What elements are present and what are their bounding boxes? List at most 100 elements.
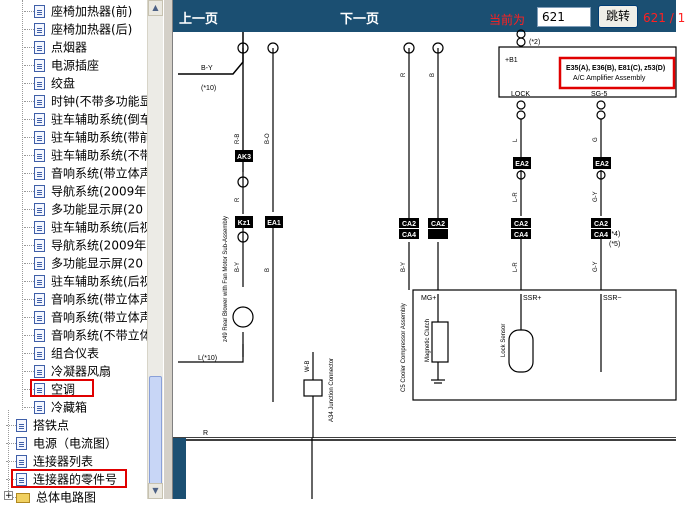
tree-guide-line — [24, 245, 34, 246]
document-icon — [16, 473, 27, 486]
document-icon — [34, 257, 45, 270]
panel-splitter[interactable] — [163, 0, 173, 499]
document-icon — [34, 59, 45, 72]
document-icon — [34, 221, 45, 234]
tree-item-label: 驻车辅助系统(倒车 — [51, 112, 152, 127]
tree-item[interactable]: 驻车辅助系统(后视 — [34, 218, 152, 236]
page-number-input[interactable] — [537, 7, 591, 27]
connector-kz1: Kz1 — [238, 220, 251, 227]
tree-item[interactable]: 导航系统(2009年 — [34, 182, 146, 200]
tree-item[interactable]: 冷凝器风扇 — [34, 362, 111, 380]
tree-item[interactable]: 音响系统(不带立体 — [34, 326, 152, 344]
tree-guide-line — [24, 317, 34, 318]
document-icon — [34, 347, 45, 360]
tree-item[interactable]: 绞盘 — [34, 74, 75, 92]
tree-guide-line — [24, 263, 34, 264]
tree-guide-line — [24, 227, 34, 228]
tree-item[interactable]: 音响系统(带立体声 — [34, 290, 152, 308]
tree-item[interactable]: 座椅加热器(前) — [34, 2, 132, 20]
tree-item-label: 导航系统(2009年 — [51, 238, 147, 253]
tree-guide-line — [24, 155, 34, 156]
tree-item-label: 电源（电流图） — [33, 436, 118, 451]
tree-item-label: 音响系统(不带立体 — [51, 328, 152, 343]
tree-guide-line — [24, 11, 34, 12]
connector-ca2: CA2 — [431, 221, 445, 228]
wire-label-by: B-Y — [401, 262, 407, 272]
scroll-up-icon[interactable]: ▲ — [148, 0, 163, 16]
tree-item-label: 驻车辅助系统(不带 — [51, 148, 152, 163]
tree-item[interactable]: 多功能显示屏(20 — [34, 254, 143, 272]
tree-item[interactable]: 驻车辅助系统(带前 — [34, 128, 152, 146]
tree-item[interactable]: 多功能显示屏(20 — [34, 200, 143, 218]
tree-item[interactable]: 搭铁点 — [16, 416, 69, 434]
document-icon — [34, 131, 45, 144]
tree-item[interactable]: 电源（电流图） — [16, 434, 117, 452]
wire-label-r: R — [235, 197, 241, 202]
tree-item[interactable]: 驻车辅助系统(不带 — [34, 146, 152, 164]
tree-item[interactable]: 时钟(不带多功能显 — [34, 92, 152, 110]
document-icon — [34, 149, 45, 162]
note-10: (*10) — [201, 85, 216, 92]
tree-item[interactable]: 连接器的零件号 — [16, 470, 117, 488]
wire-label-b: B — [430, 73, 436, 77]
tree-item[interactable]: 电源插座 — [34, 56, 99, 74]
tree-guide-line — [24, 389, 34, 390]
document-icon — [34, 167, 45, 180]
tree-item-label: 音响系统(带立体声 — [51, 310, 152, 325]
highlight-box-aircon — [30, 379, 94, 397]
connector-ea1: EA1 — [267, 220, 281, 227]
tree-guide-line — [24, 191, 34, 192]
tree-item[interactable]: 座椅加热器(后) — [34, 20, 132, 38]
tree-item[interactable]: 驻车辅助系统(后视 — [34, 272, 152, 290]
tree-item[interactable]: 音响系统(带立体声 — [34, 164, 152, 182]
tree-item-label: 座椅加热器(前) — [51, 4, 133, 19]
tree-guide-line — [24, 47, 34, 48]
wiring-diagram-svg: AK3 Kz1 EA1 EA2 EA2 CA2 CA4 CA2 CA2 CA4 … — [173, 29, 677, 439]
connector-ca4: CA4 — [594, 232, 608, 239]
document-icon — [34, 239, 45, 252]
document-icon — [16, 419, 27, 432]
scroll-down-icon[interactable]: ▼ — [148, 483, 163, 499]
wire-label-by: B-Y — [235, 262, 241, 272]
next-page-link[interactable]: 下一页 — [340, 12, 380, 27]
page-count: 621 / 1 — [643, 11, 685, 25]
connector-ea2-left: EA2 — [515, 161, 529, 168]
tree-scrollbar[interactable]: ▲ ▼ — [147, 0, 163, 499]
tree-item[interactable]: 总体电路图 — [16, 488, 96, 506]
wire-label-r: R — [401, 72, 407, 77]
wire-label-wb: W-B — [305, 360, 311, 372]
tree-guide-line — [24, 209, 34, 210]
tree-item[interactable]: 连接器列表 — [16, 452, 93, 470]
tree-guide-line — [24, 371, 34, 372]
tree-item[interactable]: 点烟器 — [34, 38, 87, 56]
prev-page-link[interactable]: 上一页 — [179, 12, 219, 27]
document-icon — [34, 311, 45, 324]
tree-item-label: 音响系统(带立体声 — [51, 292, 152, 307]
note-4: (*4) — [609, 231, 620, 238]
tree-item[interactable]: 导航系统(2009年 — [34, 236, 146, 254]
tree-item-label: 座椅加热器(后) — [51, 22, 133, 37]
tree-item-label: 电源插座 — [51, 58, 100, 73]
tree-item-label: 冷藏箱 — [51, 400, 88, 415]
document-icon — [34, 203, 45, 216]
tree-item-label: 导航系统(2009年 — [51, 184, 147, 199]
tree-item[interactable]: 音响系统(带立体声 — [34, 308, 152, 326]
note-2: (*2) — [529, 39, 540, 46]
tree-guide-line — [24, 101, 34, 102]
jump-button[interactable]: 跳转 — [598, 5, 638, 28]
scroll-thumb[interactable] — [149, 376, 162, 486]
wire-label-by: B-Y — [201, 65, 213, 72]
page-toolbar: 上一页 下一页 当前为 跳转 621 / 1 — [173, 0, 685, 32]
tree-guide-line — [6, 425, 16, 426]
amp-b1: +B1 — [505, 57, 518, 64]
tree-item-label: 点烟器 — [51, 40, 88, 55]
tree-item-label: 组合仪表 — [51, 346, 100, 361]
wire-label-bo: B-O — [265, 133, 271, 144]
tree-item-label: 驻车辅助系统(带前 — [51, 130, 152, 145]
tree-item[interactable]: 冷藏箱 — [34, 398, 87, 416]
tree-item[interactable]: 驻车辅助系统(倒车 — [34, 110, 152, 128]
tree-item[interactable]: 组合仪表 — [34, 344, 99, 362]
document-icon — [34, 401, 45, 414]
expand-icon[interactable]: + — [4, 491, 13, 501]
tree-guide-line — [24, 335, 34, 336]
